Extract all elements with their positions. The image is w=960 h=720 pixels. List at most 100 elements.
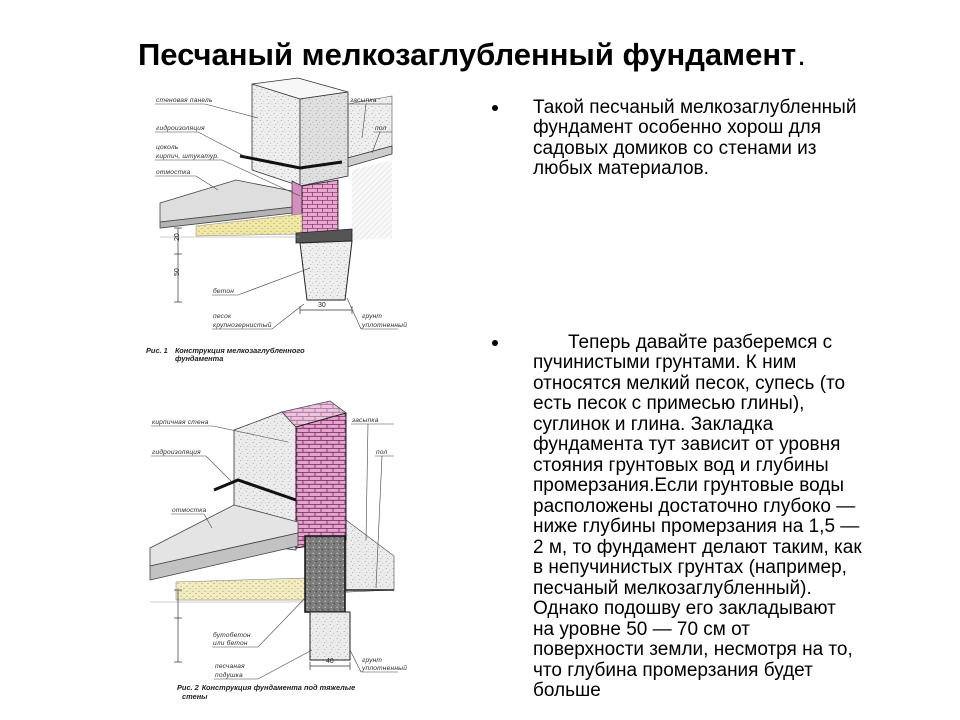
ground-area-right [352, 160, 392, 240]
bullet-line: фундамента тут зависит от уровня [533, 434, 841, 456]
foundation-sole [309, 611, 351, 661]
bullet-line: стояния грунтовых вод и глубины [533, 454, 829, 476]
caption-line: фундамента [175, 354, 224, 363]
bullet-line: есть песок с примесью глины), [533, 393, 805, 415]
bullet-line: ниже глубины промерзания на 1,5 — [533, 516, 860, 538]
label-waterproofing: гидроизоляция [152, 448, 201, 456]
leader-line [171, 513, 213, 529]
leader-line [371, 131, 381, 154]
label-sand-cushion-2: подушка [215, 671, 243, 679]
leader-line [155, 159, 301, 197]
leader-line [212, 267, 311, 296]
slide-title: Песчаный мелкозаглубленный фундамент. [138, 36, 806, 74]
dimension-label-50: 50 [174, 268, 181, 276]
label-backfill: засыпка [351, 417, 379, 424]
label-plinth: цоколь [156, 144, 179, 151]
leader-lines [151, 423, 398, 680]
concrete-column [304, 535, 346, 613]
label-blind-area: отмостка [156, 169, 191, 176]
bullet-line: любых материалов. [533, 158, 709, 180]
sand-cushion [175, 577, 307, 601]
bullet-line: Такой песчаный мелкозаглубленный [533, 97, 857, 118]
title-text: Песчаный мелкозаглубленный фундамент [138, 37, 797, 72]
leader-line [349, 649, 362, 673]
label-soil: грунт [362, 313, 382, 320]
label-soil-compacted: уплотненный [361, 664, 407, 672]
dimension-label-20: 20 [174, 233, 181, 241]
dimension-lines [174, 589, 351, 670]
caption-prefix: Рис. 1 [146, 346, 168, 355]
bullet-line: песчаный мелкозаглубленный). [533, 577, 812, 599]
label-floor: пол [376, 449, 388, 456]
label-wall-panel: стеновая панель [156, 97, 213, 104]
leader-line [151, 455, 233, 483]
bullet-dot [492, 340, 498, 346]
concrete-footing [299, 240, 353, 301]
caption-line: Конструкция мелкозаглубленного [175, 346, 305, 355]
dimension-label-30: 30 [318, 302, 326, 309]
label-sand: песок [213, 313, 232, 320]
bullet-line: относятся мелкий песок, супесь (то [533, 372, 846, 394]
figure-2-caption-line-2: стены [182, 692, 207, 701]
leader-line [151, 425, 289, 443]
dimension-label-40: 40 [326, 658, 334, 665]
caption-line: стены [182, 692, 208, 701]
bullet-line: Теперь давайте разберемся с [568, 332, 833, 353]
bullet-line: поверхности земли, несмотря на то, [533, 639, 853, 661]
leader-line [346, 297, 362, 330]
leader-line [212, 595, 308, 648]
leader-line [365, 423, 369, 541]
leader-line [212, 303, 305, 330]
caption-prefix: Рис. 2 [177, 683, 199, 692]
label-waterproofing: гидроизоляция [156, 124, 205, 132]
waterproofing-layer [239, 154, 343, 170]
dimension-lines [174, 227, 353, 314]
waterproofing-layer [213, 478, 297, 502]
bullet-line: на уровне 50 — 70 см от [533, 618, 750, 640]
bullet-line: фундамент особенно хорош для [533, 117, 822, 139]
leader-lines [155, 103, 398, 330]
label-sand-coarse: крупнозернистый [213, 321, 272, 329]
label-blind-area: отмостка [172, 507, 207, 514]
bullet-line: расположены достаточно глубоко — [533, 495, 856, 517]
figure-1-caption-line-2: фундамента [175, 354, 223, 363]
label-backfill: засыпка [349, 97, 377, 104]
bullet-line: Однако подошву его закладывают [533, 598, 836, 620]
label-soil: грунт [362, 657, 382, 664]
bullet-line: суглинок и глина. Закладка [533, 413, 774, 435]
leader-line [155, 131, 247, 158]
bullet-line: больше [533, 679, 601, 701]
label-plinth-material: кирпич, штукатур. [156, 153, 219, 160]
bullet-line: пучинистыми грунтами. К ним [533, 352, 797, 374]
leader-line [375, 455, 383, 589]
label-concrete: бетон [213, 287, 234, 295]
blind-area-slab [149, 504, 299, 567]
bullet-1-text: Такой песчаный мелкозаглубленный фундаме… [533, 97, 857, 180]
blind-area-edge [149, 532, 299, 581]
bullet-line: в непучинистых грунтах (например, [533, 557, 847, 579]
figure-2-drawing: 40 кирпичная стена гидроизоляция отмостк… [149, 400, 407, 680]
brick-plinth [301, 179, 339, 235]
label-soil-compacted: уплотненный [361, 321, 407, 329]
backfill-area [345, 519, 395, 593]
wall-panel-shade [300, 92, 348, 186]
bullet-line: садовых домиков со стенами из [533, 137, 817, 159]
leader-line [155, 175, 219, 191]
caption-line: Конструкция фундамента под тяжелые [201, 683, 356, 692]
wall-panel-face [251, 83, 301, 187]
brick-wall [295, 412, 347, 549]
brick-wall-top-highlight [282, 401, 346, 427]
label-sand-cushion-1: песчаная [215, 663, 245, 670]
label-brick-wall: кирпичная стена [152, 419, 209, 426]
title-period: . [797, 37, 806, 72]
bullet-2-text: Теперь давайте разберемся с пучинистыми … [533, 332, 862, 701]
bullet-line: промерзания.Если грунтовые воды [533, 475, 844, 497]
bullet-line: 2 м, то фундамент делают таким, как [533, 536, 862, 558]
leader-line [214, 649, 313, 680]
leader-line [361, 103, 367, 139]
label-floor: пол [375, 125, 387, 132]
figure-1-drawing: 20 50 30 стеновая панель гидроизоляция ц… [155, 77, 407, 330]
figure-1-caption: Рис. 1 Конструкция мелкозаглубленного [146, 346, 305, 355]
